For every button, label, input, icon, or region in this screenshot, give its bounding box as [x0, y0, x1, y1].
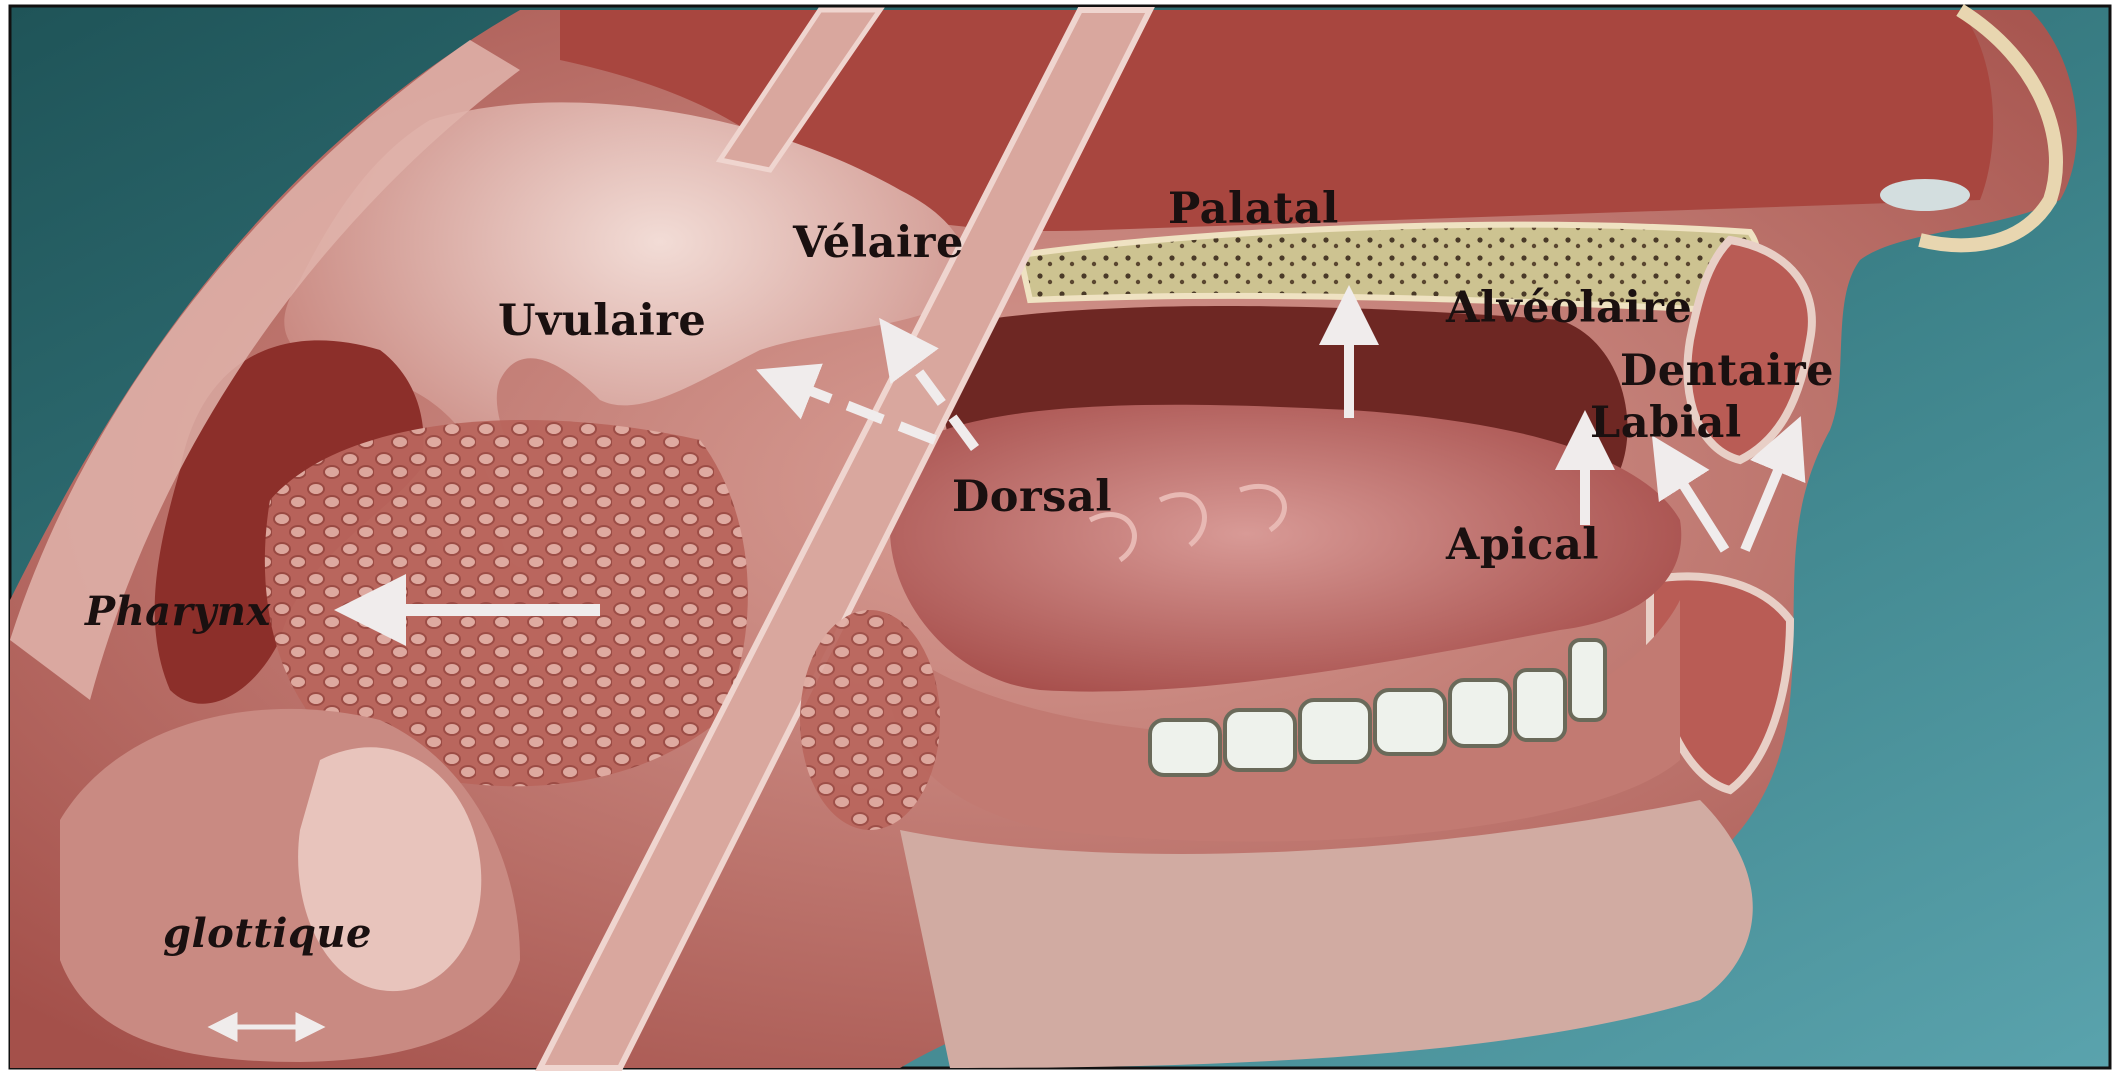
- label-pharynx: Pharynx: [85, 588, 271, 635]
- label-dorsal: Dorsal: [952, 472, 1112, 522]
- nostril-highlight: [1880, 179, 1970, 211]
- label-uvulaire: Uvulaire: [498, 296, 706, 346]
- label-palatal: Palatal: [1168, 184, 1339, 234]
- label-apical: Apical: [1446, 520, 1599, 570]
- label-alveolaire: Alvéolaire: [1446, 283, 1692, 333]
- label-labial: Labial: [1590, 398, 1742, 448]
- label-glottique: glottique: [163, 910, 372, 957]
- label-dentaire: Dentaire: [1620, 346, 1834, 396]
- label-velaire: Vélaire: [793, 218, 964, 268]
- muscle-blob: [800, 610, 940, 830]
